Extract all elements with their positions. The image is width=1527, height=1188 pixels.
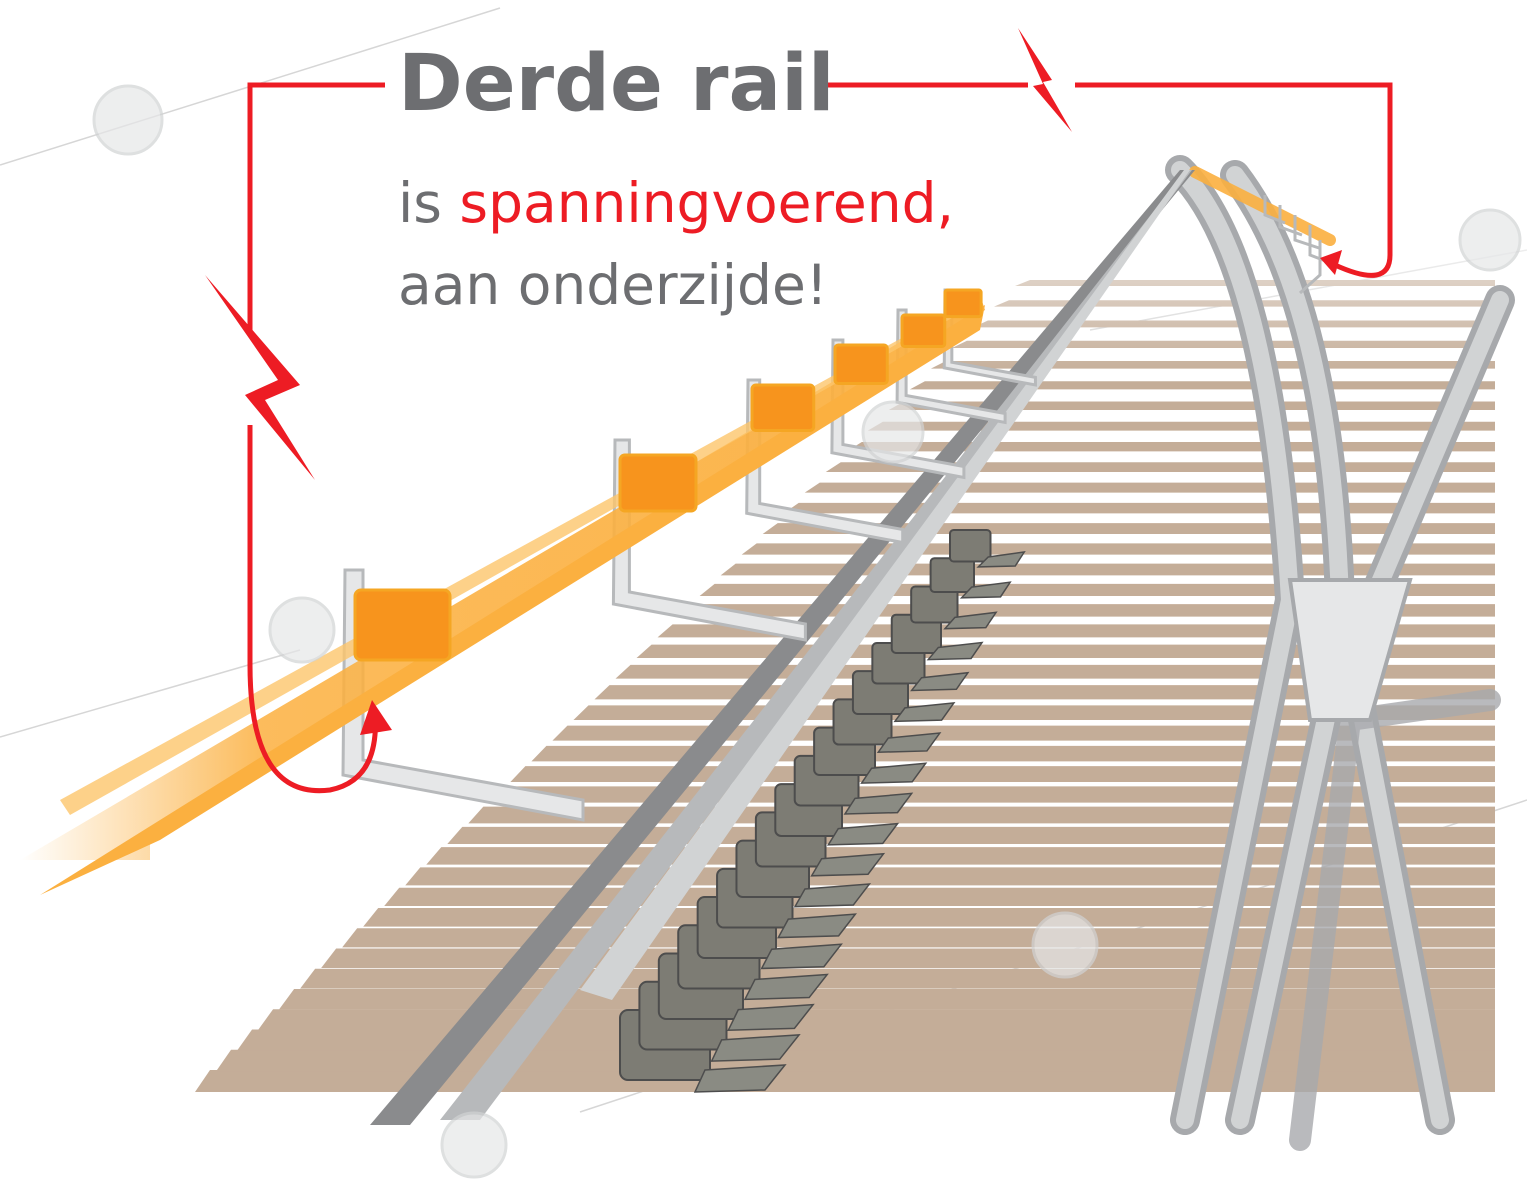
subtitle-highlight: spanningvoerend, xyxy=(459,171,954,235)
support-bracket xyxy=(830,338,966,480)
rail-clip xyxy=(900,313,947,348)
sleeper xyxy=(762,523,1495,534)
running-rail xyxy=(370,170,1195,1125)
warning-circuit xyxy=(247,82,1393,794)
insulator-block xyxy=(949,529,1026,568)
rail-clip xyxy=(618,453,698,513)
rail-clip xyxy=(833,343,889,385)
support-bracket xyxy=(745,378,905,545)
rail-clip xyxy=(353,588,452,662)
sleeper xyxy=(783,502,1495,514)
lightning-bolt-icon xyxy=(205,28,1072,480)
support-bracket xyxy=(611,438,807,642)
support-bracket xyxy=(341,568,585,822)
sleeper xyxy=(258,1009,1496,1030)
insulator-block xyxy=(910,585,998,630)
rail-clip xyxy=(750,383,816,432)
sleeper xyxy=(216,1049,1495,1072)
insulator-block xyxy=(929,557,1012,599)
current-path-arrow-icon xyxy=(360,250,1342,735)
third-rail xyxy=(20,288,985,895)
sleeper xyxy=(237,1029,1496,1051)
insulator-block xyxy=(890,613,984,661)
watermark-roundels xyxy=(92,84,1522,1179)
sleeper xyxy=(279,988,1496,1010)
sleeper xyxy=(909,381,1495,390)
switch-track xyxy=(1165,155,1515,1151)
rail-clip xyxy=(943,288,983,319)
subtitle-line-2: aan onderzijde! xyxy=(398,253,828,317)
sleeper xyxy=(741,543,1495,555)
sleeper xyxy=(195,1070,1495,1092)
subtitle-prefix: is xyxy=(398,171,460,235)
title: Derde rail xyxy=(398,39,835,129)
sleeper xyxy=(888,401,1495,410)
subtitle-line-1: is spanningvoerend, xyxy=(398,168,954,238)
rail-clips xyxy=(353,288,983,662)
insulator-blocks xyxy=(619,529,1026,1093)
